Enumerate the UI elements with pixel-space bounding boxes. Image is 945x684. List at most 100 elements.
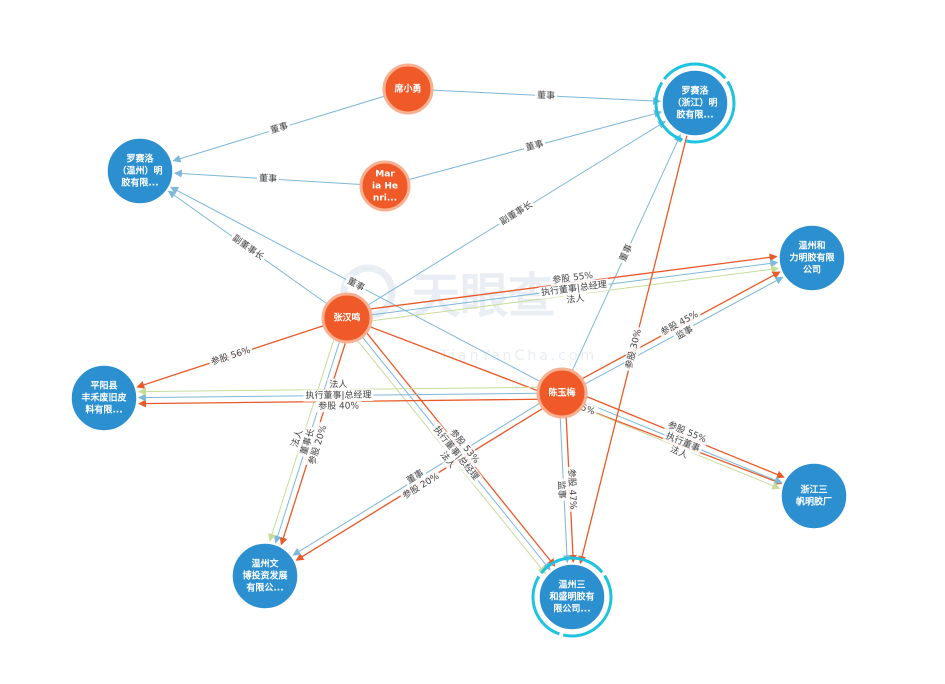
edge-label-group: 参股 47% bbox=[565, 466, 580, 512]
edge-label: 参股 56% bbox=[209, 344, 252, 368]
edge-label-group: 董事 bbox=[522, 137, 547, 155]
company-node-circle[interactable] bbox=[661, 69, 729, 137]
edge-label-bg bbox=[666, 442, 692, 463]
edge-label-bg bbox=[534, 89, 558, 103]
person-node-circle[interactable] bbox=[382, 63, 434, 115]
node-label-line: （温州）明 bbox=[117, 165, 162, 177]
person-node-circle[interactable] bbox=[321, 292, 373, 344]
edge-label: 参股 30% bbox=[622, 327, 644, 370]
company-node-circle[interactable] bbox=[106, 137, 174, 205]
edge-label-bg bbox=[343, 274, 369, 296]
company-node-circle[interactable] bbox=[780, 462, 848, 530]
edge-label: 副董事长 bbox=[230, 232, 266, 263]
node-wb[interactable]: 温州文博投资发展有限公... bbox=[231, 542, 299, 610]
edge-label: 参股 47% bbox=[566, 468, 580, 510]
edge-label-group: 副董事长 bbox=[228, 231, 268, 265]
edge-label-bg bbox=[496, 197, 537, 230]
watermark-subtitle: TianYanCha.com bbox=[439, 348, 597, 364]
edge-label: 法人 bbox=[329, 378, 347, 390]
edge-label-group: 董事 bbox=[616, 240, 637, 266]
node-wz3[interactable]: 温州三和盛明胶有限公司... bbox=[531, 556, 613, 638]
node-label-line: （浙江）明 bbox=[672, 97, 717, 109]
company-node-circle[interactable] bbox=[70, 364, 138, 432]
node-label-line: 温州文 bbox=[251, 558, 279, 570]
edge-label-group: 执行董事|总经理 bbox=[303, 389, 374, 402]
edge-label-bg bbox=[207, 343, 254, 370]
company-node-circle[interactable] bbox=[231, 542, 299, 610]
edge-label-bg bbox=[402, 466, 428, 488]
node-label-line: 丰禾废旧皮 bbox=[81, 392, 127, 404]
edge-label-bg bbox=[297, 425, 319, 459]
edge-label: 董事 bbox=[537, 89, 556, 102]
edge-label-bg bbox=[622, 325, 645, 373]
edge-label: 参股 40% bbox=[318, 399, 359, 411]
edge-label-group: 监事 bbox=[554, 478, 568, 502]
edge-label-bg bbox=[657, 307, 703, 340]
company-node-circle[interactable] bbox=[538, 563, 606, 631]
node-label-line: 和盛明胶有 bbox=[548, 591, 594, 603]
node-label-line: 陈玉梅 bbox=[548, 387, 575, 399]
person-node-circle[interactable] bbox=[359, 160, 411, 212]
edge-label: 法人 bbox=[566, 292, 585, 306]
edge-label-bg bbox=[522, 137, 547, 155]
edge-label-bg bbox=[538, 278, 610, 300]
edge-label-bg bbox=[662, 429, 704, 456]
watermark: 天眼查 TianYanCha.com bbox=[340, 264, 597, 364]
edge-label-bg bbox=[554, 478, 568, 502]
node-label-line: 限公司... bbox=[553, 604, 590, 615]
edge-label-group: 董事 bbox=[267, 119, 292, 138]
node-label-line: 公司 bbox=[803, 265, 821, 276]
edge-label: 执行董事|总经理 bbox=[305, 389, 371, 402]
node-label-line: 力明胶有限 bbox=[789, 252, 835, 264]
node-label-line: 胶有限... bbox=[121, 177, 158, 189]
edge-label-bg bbox=[445, 425, 484, 468]
node-py[interactable]: 平阳县丰禾废旧皮料有限... bbox=[70, 364, 138, 432]
node-luo_zj[interactable]: 罗赛洛（浙江）明胶有限... bbox=[654, 62, 736, 144]
company-node-circle[interactable] bbox=[778, 224, 846, 292]
edge-label: 董事 bbox=[259, 172, 278, 185]
node-label-line: Mar bbox=[375, 170, 395, 180]
node-luo_wz[interactable]: 罗赛洛（温州）明胶有限... bbox=[106, 137, 174, 205]
edge-label-group: 副董事长 bbox=[496, 197, 537, 230]
node-label-line: 博投资发展 bbox=[242, 570, 287, 582]
node-label-line: 帆明胶厂 bbox=[796, 496, 832, 508]
edge-label-bg bbox=[398, 469, 444, 504]
edge-label-bg bbox=[228, 231, 268, 265]
node-chen[interactable]: 陈玉梅 bbox=[536, 367, 588, 419]
node-label-line: 有限公... bbox=[246, 582, 283, 594]
edge-label-bg bbox=[663, 418, 711, 447]
edge-label-bg bbox=[436, 447, 460, 473]
edge-label: 副董事长 bbox=[498, 198, 535, 227]
watermark-title: 天眼查 bbox=[412, 268, 556, 324]
person-node-circle[interactable] bbox=[536, 367, 588, 419]
edge-label-bg bbox=[429, 422, 483, 485]
edge-label-group: 法人 bbox=[327, 378, 350, 391]
node-label-line: ia He bbox=[372, 182, 398, 192]
edge-label-group: 法人 bbox=[563, 292, 588, 307]
highlight-ring bbox=[654, 62, 736, 144]
node-label-line: 席小勇 bbox=[394, 83, 421, 95]
node-label-line: 料有限... bbox=[85, 404, 122, 416]
node-maria[interactable]: Mar ia He nri... bbox=[359, 160, 411, 212]
edge-label-bg bbox=[305, 421, 331, 469]
edge-label: 董事 bbox=[269, 120, 290, 137]
edge-label-bg bbox=[616, 240, 637, 266]
node-label-line: 罗赛洛 bbox=[126, 153, 154, 165]
edge-label-group: 参股 56% bbox=[207, 343, 254, 370]
node-label-line: 张汉鸣 bbox=[333, 312, 360, 324]
edge-label-group: 参股 40% bbox=[316, 399, 362, 413]
edge-label-group: 参股 30% bbox=[622, 325, 645, 373]
node-label-line: nri... bbox=[373, 194, 397, 204]
node-xi[interactable]: 席小勇 bbox=[382, 63, 434, 115]
node-label-line: 罗赛洛 bbox=[681, 85, 709, 97]
edge-label: 监事 bbox=[555, 480, 568, 499]
highlight-ring bbox=[531, 556, 613, 638]
edge-label-bg bbox=[565, 466, 580, 512]
node-zhang[interactable]: 张汉鸣 bbox=[321, 292, 373, 344]
edge-label-bg bbox=[316, 399, 362, 413]
node-label-line: 平阳县 bbox=[90, 381, 117, 392]
